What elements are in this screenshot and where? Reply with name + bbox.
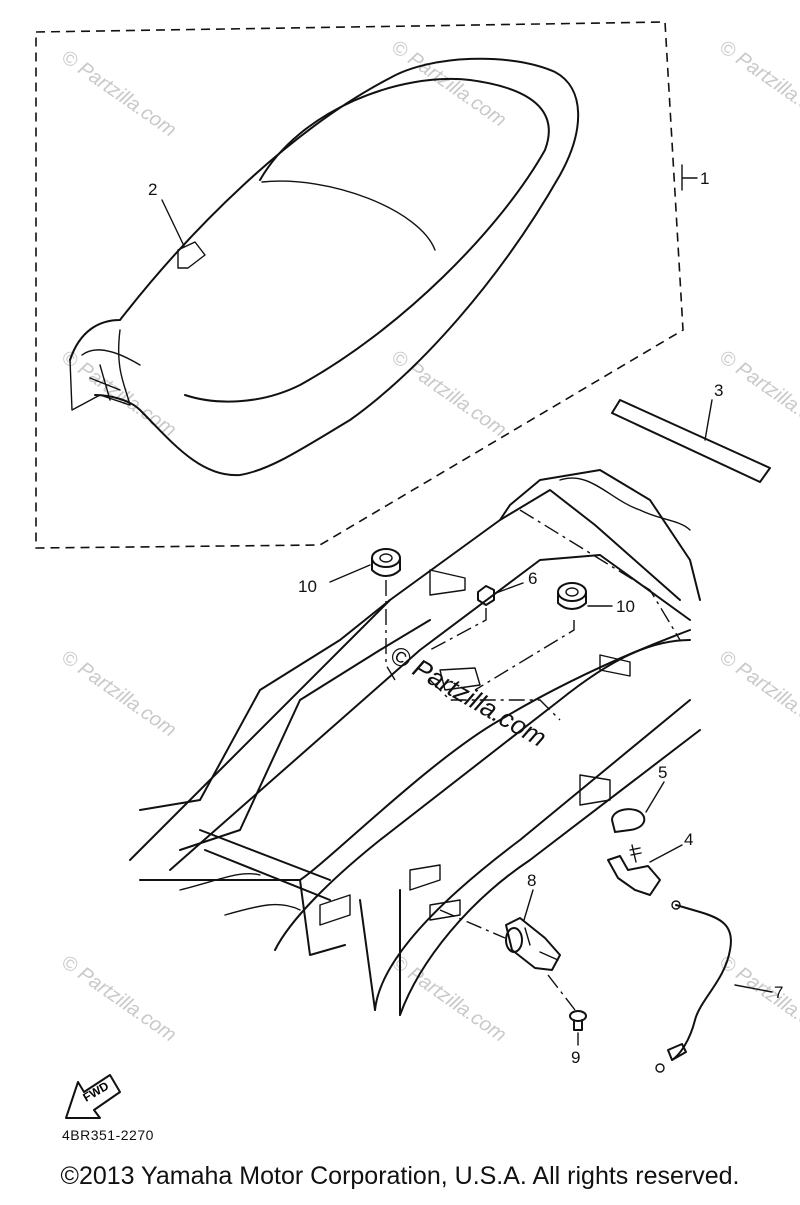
guide-6	[429, 608, 487, 651]
copyright-footer: ©2013 Yamaha Motor Corporation, U.S.A. A…	[60, 1162, 740, 1190]
frame	[129, 469, 701, 1016]
screw	[569, 1010, 587, 1031]
callout-8: 8	[527, 871, 536, 890]
seat-cushion-top	[184, 78, 550, 403]
watermark-main-text: © Partzilla.com	[385, 639, 552, 753]
lock-bracket	[607, 844, 661, 896]
seat-rear-detail	[81, 349, 141, 401]
seat-lock	[505, 917, 561, 971]
callout-2: 2	[148, 180, 157, 199]
foam-strip	[611, 399, 771, 483]
callout-6: 6	[528, 569, 537, 588]
seat-cushion-seam	[261, 180, 436, 251]
callout-9: 9	[571, 1048, 580, 1067]
guide-9	[547, 974, 576, 1011]
seat-assembly-boundary	[35, 21, 684, 549]
callout-4: 4	[684, 830, 693, 849]
callout-7: 7	[774, 983, 783, 1002]
guide-8	[439, 909, 506, 939]
watermark-text: © Partzilla.com	[715, 951, 800, 1046]
leader-2	[161, 199, 185, 247]
seat-lock-cable	[655, 900, 732, 1073]
watermark-text: © Partzilla.com	[57, 46, 180, 141]
callout-5: 5	[658, 763, 667, 782]
leader-3	[704, 399, 713, 441]
callout-10-left: 10	[298, 577, 317, 596]
watermark-text: © Partzilla.com	[715, 646, 800, 741]
leader-7	[734, 984, 773, 993]
fwd-arrow-icon: FWD	[65, 1074, 121, 1119]
grommet-left	[371, 548, 401, 577]
leader-6	[495, 582, 524, 594]
callout-1-bracket	[681, 164, 698, 191]
watermark-text: © Partzilla.com	[57, 951, 180, 1046]
seat-outline	[69, 57, 580, 477]
leader-4	[649, 844, 683, 863]
cover-plate	[611, 808, 646, 833]
leader-8	[523, 889, 534, 921]
seat	[69, 57, 580, 477]
watermark-text: © Partzilla.com	[715, 346, 800, 441]
watermark-layer: © Partzilla.com © Partzilla.com © Partzi…	[57, 36, 800, 1046]
callout-10-right: 10	[616, 597, 635, 616]
leader-5	[645, 781, 665, 813]
seat-clip	[177, 241, 206, 269]
leader-10a	[329, 564, 371, 583]
drawing-code: 4BR351-2270	[62, 1127, 154, 1143]
guide-10b	[474, 620, 575, 691]
callout-3: 3	[714, 381, 723, 400]
watermark-text: © Partzilla.com	[57, 646, 180, 741]
watermark-text: © Partzilla.com	[715, 36, 800, 131]
guide-10a	[385, 580, 396, 681]
watermark-text: © Partzilla.com	[387, 346, 510, 441]
callout-1: 1	[700, 169, 709, 188]
nut	[477, 585, 495, 606]
grommet-right	[557, 582, 587, 610]
